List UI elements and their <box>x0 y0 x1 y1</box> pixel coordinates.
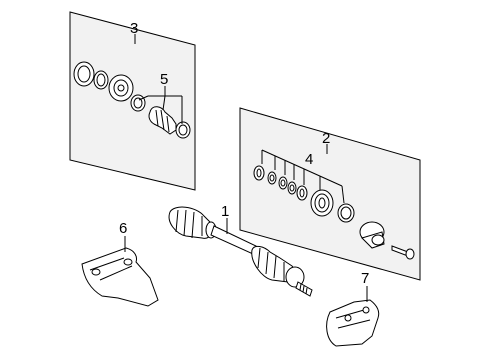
heat-shield-right: 7 <box>326 270 380 347</box>
callout-1: 1 <box>221 203 229 220</box>
axle-outer-cv-joint <box>285 266 313 297</box>
outer-boot-clamp-small <box>175 121 191 139</box>
inner-spacer-3 <box>296 185 308 201</box>
heat-shield-left: 6 <box>81 220 159 307</box>
axle-shaft-assembly: 1 <box>168 203 313 297</box>
outer-seal-ring <box>73 61 95 87</box>
outer-joint-kit-panel: 5 3 <box>69 11 196 191</box>
outer-boot <box>148 106 177 135</box>
inner-cv-joint <box>359 221 385 249</box>
axle-inner-boot <box>168 206 217 239</box>
callout-3: 3 <box>130 20 138 37</box>
callout-5-leaders <box>138 86 183 124</box>
inner-joint-bolt <box>391 245 415 260</box>
inner-joint-kit-panel: 4 2 <box>239 107 421 281</box>
inner-spacer-2 <box>287 181 297 195</box>
callout-4-leaders <box>261 149 345 204</box>
callout-2: 2 <box>322 130 330 147</box>
inner-seal-ring-2 <box>267 171 277 185</box>
callout-5: 5 <box>160 71 168 88</box>
callout-6: 6 <box>119 220 127 237</box>
inner-boot <box>310 189 334 217</box>
outer-spacer-ring <box>93 70 109 90</box>
callout-4: 4 <box>305 151 313 168</box>
inner-spacer-1 <box>278 176 288 190</box>
outer-boot-clamp-large <box>130 94 146 112</box>
inner-seal-ring-1 <box>253 165 265 181</box>
callout-7: 7 <box>361 270 369 287</box>
outer-cv-joint <box>108 74 134 102</box>
inner-boot-clamp <box>337 203 355 223</box>
